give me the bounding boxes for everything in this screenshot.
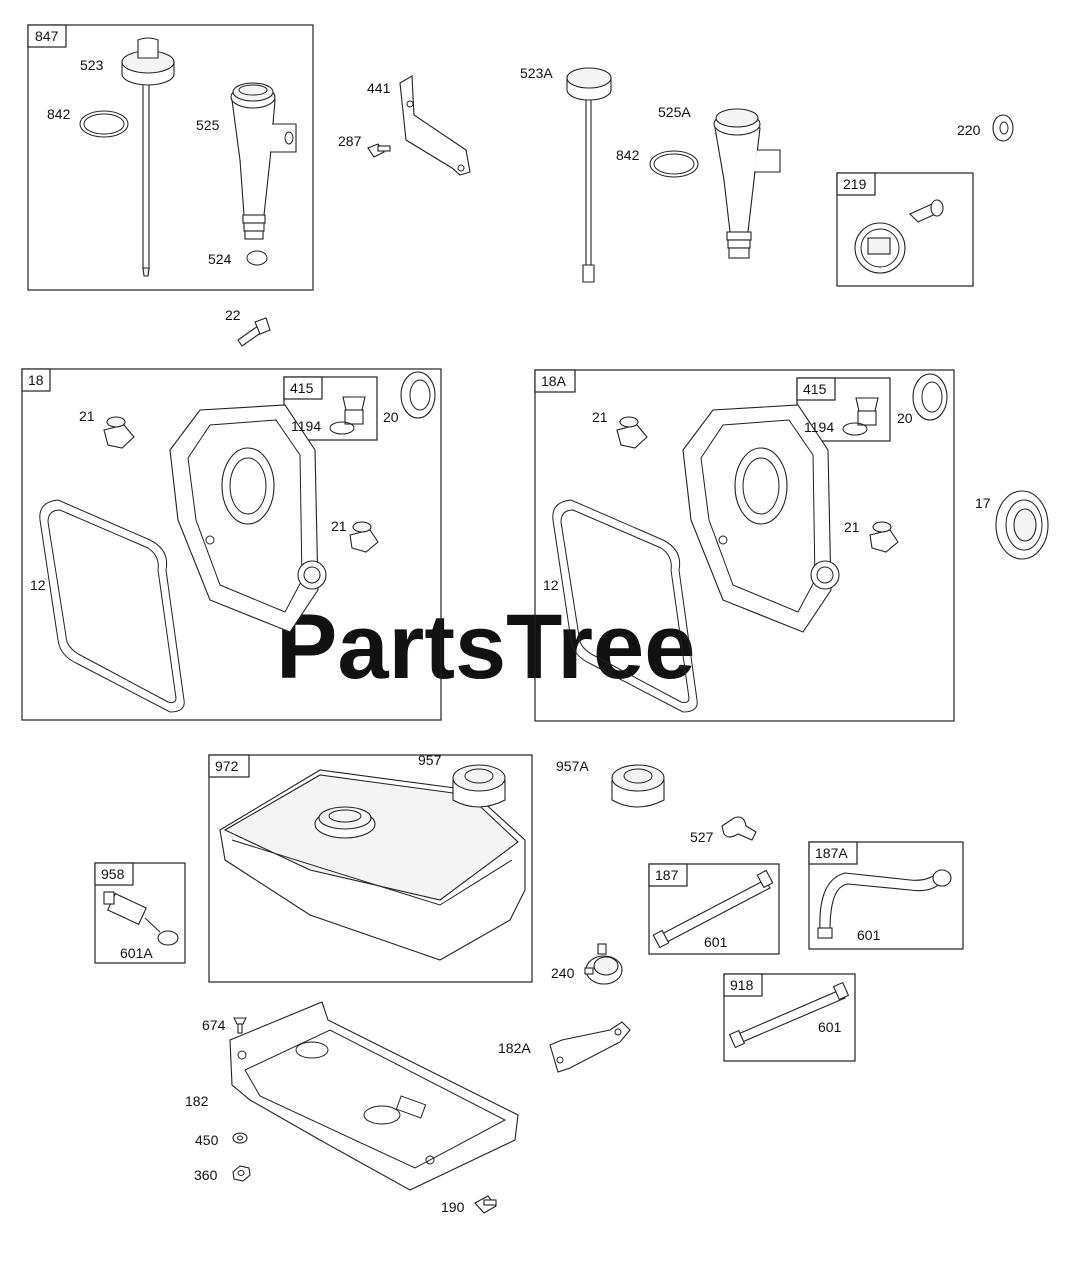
group-972-label: 972 <box>215 758 239 774</box>
callout-525A: 525A <box>658 104 691 120</box>
callout-441: 441 <box>367 80 391 96</box>
callout-601-187A: 601 <box>857 927 881 943</box>
plug-415-right[interactable] <box>842 397 879 436</box>
callout-21-top-right: 21 <box>592 409 608 425</box>
dipstick-tube-525A-part[interactable] <box>713 108 781 259</box>
shutoff-valve-958[interactable] <box>103 891 179 946</box>
callout-17: 17 <box>975 495 991 511</box>
group-847-label: 847 <box>35 28 59 44</box>
fuel-line-187[interactable] <box>652 869 774 949</box>
group-187A[interactable]: 187A <box>808 841 964 950</box>
clip-527[interactable] <box>721 816 757 841</box>
callout-22: 22 <box>225 307 241 323</box>
group-18A-label: 18A <box>541 373 567 389</box>
callout-20-left: 20 <box>383 409 399 425</box>
callout-523: 523 <box>80 57 104 73</box>
group-18[interactable]: 18 <box>21 368 442 721</box>
washer-220[interactable] <box>992 114 1014 142</box>
callout-20-right: 20 <box>897 410 913 426</box>
callout-287: 287 <box>338 133 362 149</box>
callout-523A: 523A <box>520 65 553 81</box>
callout-957A: 957A <box>556 758 589 774</box>
o-ring-842-left[interactable] <box>79 110 129 138</box>
bolt-190[interactable] <box>474 1195 497 1214</box>
group-918-label: 918 <box>730 977 754 993</box>
callout-21-top-left: 21 <box>79 408 95 424</box>
group-18A[interactable]: 18A <box>534 369 955 722</box>
fuel-cap-957A[interactable] <box>611 764 665 808</box>
o-ring-524[interactable] <box>246 250 268 266</box>
callout-12-right: 12 <box>543 577 559 593</box>
bracket-182A[interactable] <box>549 1021 631 1073</box>
callout-21-right-left: 21 <box>331 518 347 534</box>
group-187[interactable]: 187 <box>648 863 780 955</box>
o-ring-842-right[interactable] <box>649 150 699 178</box>
callout-182A: 182A <box>498 1040 531 1056</box>
bolt-22[interactable] <box>237 317 271 347</box>
fuel-cap-957[interactable] <box>452 764 506 808</box>
callout-240: 240 <box>551 965 575 981</box>
callout-842-right: 842 <box>616 147 640 163</box>
seal-20-right[interactable] <box>912 373 948 421</box>
callout-957: 957 <box>418 752 442 768</box>
base-plate-182[interactable] <box>229 1001 519 1191</box>
screw-674[interactable] <box>233 1017 247 1034</box>
group-972[interactable]: 972 <box>208 754 533 983</box>
dipstick-tube-part[interactable] <box>230 82 297 240</box>
callout-601-187: 601 <box>704 934 728 950</box>
callout-601-918: 601 <box>818 1019 842 1035</box>
callout-360: 360 <box>194 1167 218 1183</box>
callout-12-left: 12 <box>30 577 46 593</box>
governor-gear-part[interactable] <box>854 199 944 274</box>
seal-20-left[interactable] <box>400 371 436 419</box>
callout-525: 525 <box>196 117 220 133</box>
nut-360[interactable] <box>232 1165 251 1182</box>
group-415-left-label: 415 <box>290 380 314 396</box>
crankcase-cover-right[interactable] <box>682 404 840 633</box>
bearing-17[interactable] <box>995 490 1049 560</box>
callout-1194-left: 1194 <box>291 418 321 434</box>
fuel-tank-972[interactable] <box>219 769 526 961</box>
gasket-12-left[interactable] <box>39 499 185 713</box>
plug-21-right-right[interactable] <box>869 521 899 553</box>
callout-1194-right: 1194 <box>804 419 834 435</box>
group-187-label: 187 <box>655 867 679 883</box>
callout-842-left: 842 <box>47 106 71 122</box>
group-847[interactable]: 847 <box>27 24 314 291</box>
callout-601A: 601A <box>120 945 153 961</box>
fuel-line-187A[interactable] <box>817 869 952 939</box>
callout-450: 450 <box>195 1132 219 1148</box>
dipstick-part[interactable] <box>121 37 175 277</box>
group-187A-label: 187A <box>815 845 848 861</box>
callout-21-right-right: 21 <box>844 519 860 535</box>
callout-524: 524 <box>208 251 232 267</box>
group-958-label: 958 <box>101 866 125 882</box>
callout-527: 527 <box>690 829 714 845</box>
group-219-label: 219 <box>843 176 867 192</box>
callout-674: 674 <box>202 1017 226 1033</box>
group-18-label: 18 <box>28 372 44 388</box>
group-219[interactable]: 219 <box>836 172 974 287</box>
fuel-line-918[interactable] <box>728 981 850 1049</box>
dipstick-523A-part[interactable] <box>566 67 612 283</box>
plug-21-top-left[interactable] <box>103 416 135 449</box>
callout-182: 182 <box>185 1093 209 1109</box>
crankcase-cover-left[interactable] <box>169 404 327 633</box>
plug-21-top-right[interactable] <box>616 416 648 449</box>
watermark-text: PartsTree <box>276 596 695 698</box>
group-918[interactable]: 918 <box>723 973 856 1062</box>
callout-220: 220 <box>957 122 981 138</box>
fuel-filter-240[interactable] <box>584 943 623 985</box>
group-958[interactable]: 958 <box>94 862 186 964</box>
washer-450[interactable] <box>232 1132 248 1144</box>
gasket-12-right[interactable] <box>552 499 698 713</box>
callout-190: 190 <box>441 1199 465 1215</box>
bracket-441[interactable] <box>399 75 471 176</box>
bolt-287[interactable] <box>367 143 391 158</box>
group-415-right-label: 415 <box>803 381 827 397</box>
plug-415-left[interactable] <box>329 396 366 435</box>
plug-21-right-left[interactable] <box>349 521 379 553</box>
